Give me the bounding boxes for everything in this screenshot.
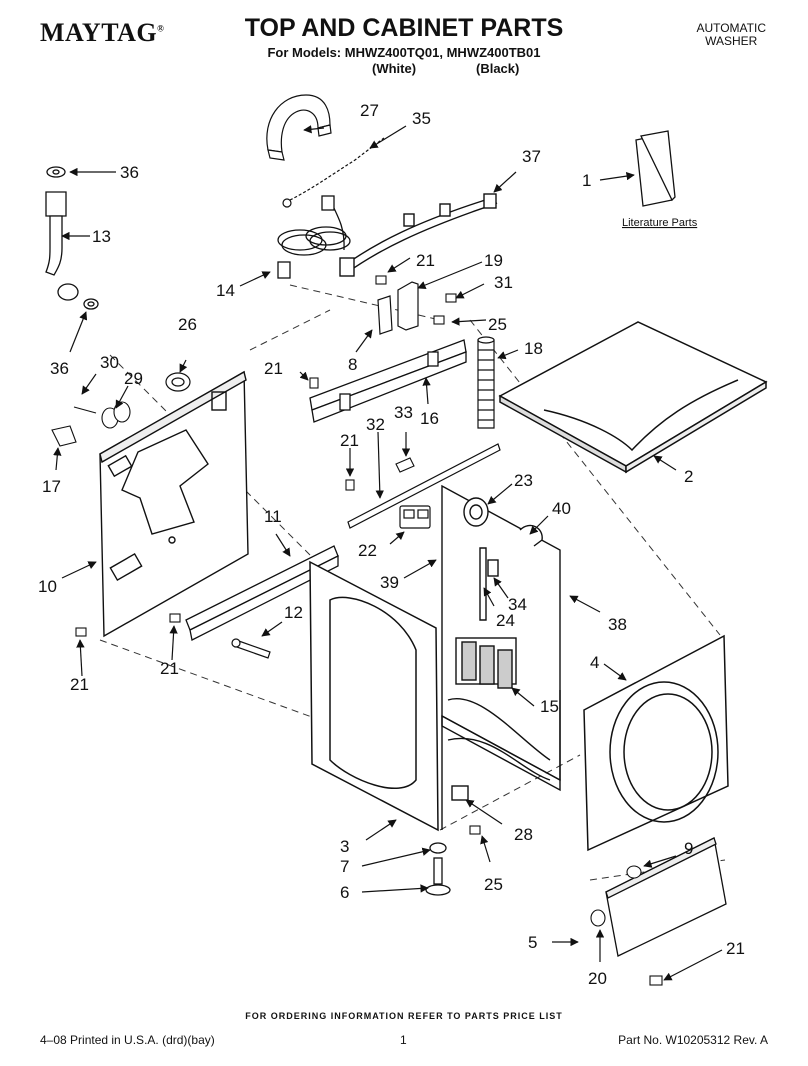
toe-panel-part <box>605 837 727 957</box>
callout-7: 7 <box>340 857 349 876</box>
variant-black: (Black) <box>476 61 520 76</box>
callout-25-b: 25 <box>484 875 503 894</box>
callout-4: 4 <box>590 653 599 672</box>
callout-14: 14 <box>216 281 235 300</box>
callout-22: 22 <box>358 541 377 560</box>
drain-hose-part <box>477 336 495 429</box>
callout-21-a: 21 <box>416 251 435 270</box>
grommet-part <box>165 372 191 392</box>
callout-36-b: 36 <box>50 359 69 378</box>
callout-27: 27 <box>360 101 379 120</box>
rod-part <box>231 638 271 659</box>
brand-logo: MAYTAG® <box>40 18 165 47</box>
callout-28: 28 <box>514 825 533 844</box>
variant-white: (White) <box>372 61 417 76</box>
callout-39: 39 <box>380 573 399 592</box>
print-info: 4–08 Printed in U.S.A. (drd)(bay) <box>40 1033 215 1047</box>
callout-17: 17 <box>42 477 61 496</box>
callout-3: 3 <box>340 837 349 856</box>
callout-15: 15 <box>540 697 559 716</box>
callout-6: 6 <box>340 883 349 902</box>
ordering-note: FOR ORDERING INFORMATION REFER TO PARTS … <box>245 1011 563 1021</box>
model-subtitle: For Models: MHWZ400TQ01, MHWZ400TB01 <box>267 45 541 60</box>
callout-9: 9 <box>684 839 693 858</box>
rear-control-rail-part <box>309 339 467 423</box>
callout-leaders <box>53 125 723 981</box>
callout-33: 33 <box>394 403 413 422</box>
support-rail-part <box>347 443 501 529</box>
callout-29: 29 <box>124 369 143 388</box>
callout-40: 40 <box>552 499 571 518</box>
callout-16: 16 <box>420 409 439 428</box>
callout-37: 37 <box>522 147 541 166</box>
callout-30: 30 <box>100 353 119 372</box>
clip-part <box>395 457 415 473</box>
callout-21-b: 21 <box>264 359 283 378</box>
appliance-type: AUTOMATIC WASHER <box>696 22 766 48</box>
callout-21-e: 21 <box>70 675 89 694</box>
water-inlet-part <box>45 166 99 310</box>
harness-bracket-part <box>339 193 498 277</box>
callout-21-c: 21 <box>340 431 359 450</box>
callout-21-f: 21 <box>726 939 745 958</box>
callout-35: 35 <box>412 109 431 128</box>
clamp-parts <box>51 401 131 447</box>
callout-36-a: 36 <box>120 163 139 182</box>
callout-13: 13 <box>92 227 111 246</box>
callout-2: 2 <box>684 467 693 486</box>
callout-31: 31 <box>494 273 513 292</box>
side-panel-part <box>309 560 439 832</box>
callout-34: 34 <box>508 595 527 614</box>
callout-20: 20 <box>588 969 607 988</box>
hose-guide-part <box>266 94 332 161</box>
callout-26: 26 <box>178 315 197 334</box>
callout-8: 8 <box>348 355 357 374</box>
callout-1: 1 <box>582 171 591 190</box>
literature-booklet-part <box>635 130 676 207</box>
callout-18: 18 <box>524 339 543 358</box>
appliance-type-line2: WASHER <box>705 34 758 48</box>
wire-harness-part <box>277 195 351 279</box>
rear-panel-part <box>99 370 249 638</box>
leveling-leg-part <box>425 842 451 896</box>
page-number: 1 <box>400 1033 407 1047</box>
literature-label: Literature Parts <box>622 217 698 229</box>
callout-12: 12 <box>284 603 303 622</box>
callout-38: 38 <box>608 615 627 634</box>
part-number: Part No. W10205312 Rev. A <box>618 1033 768 1047</box>
callout-23: 23 <box>514 471 533 490</box>
callout-numbers: 1 2 3 4 5 6 7 8 9 10 11 12 13 14 15 16 1… <box>38 101 745 988</box>
callout-21-d: 21 <box>160 659 179 678</box>
appliance-type-line1: AUTOMATIC <box>696 21 766 35</box>
callout-32: 32 <box>366 415 385 434</box>
control-bracket-part <box>377 281 419 335</box>
callout-11: 11 <box>264 507 282 526</box>
callout-25-a: 25 <box>488 315 507 334</box>
top-panel-part <box>498 321 768 474</box>
callout-5: 5 <box>528 933 537 952</box>
callout-19: 19 <box>484 251 503 270</box>
front-panel-part <box>583 634 729 852</box>
screw-fastener-parts <box>75 275 663 986</box>
callout-24: 24 <box>496 611 515 630</box>
side-rail-part <box>185 545 339 641</box>
switch-part <box>399 505 431 529</box>
page-title: TOP AND CABINET PARTS <box>244 14 564 42</box>
cabinet-frame-part <box>441 484 561 830</box>
callout-10: 10 <box>38 577 57 596</box>
